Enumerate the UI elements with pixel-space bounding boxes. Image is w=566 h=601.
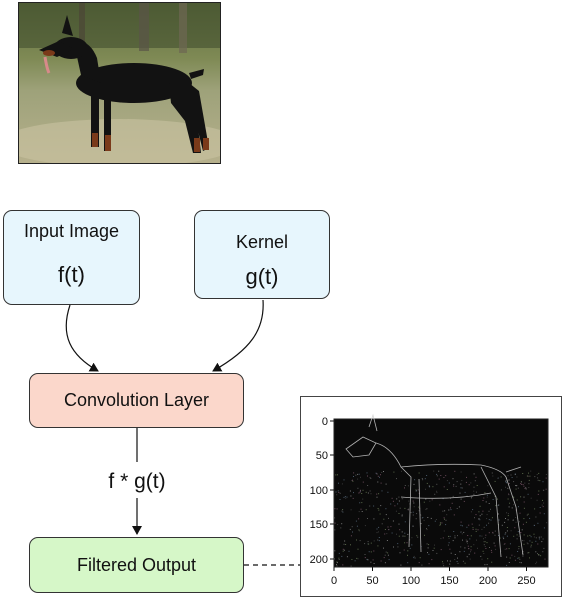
filtered-output-label: Filtered Output	[76, 554, 197, 575]
convolution-layer-node: Convolution Layer	[29, 373, 244, 428]
arrow-kernel-to-conv	[212, 299, 264, 372]
y-tick-label: 200	[310, 554, 328, 566]
x-tick-label: 150	[440, 575, 458, 587]
x-tick-label: 100	[402, 575, 420, 587]
kernel-node: Kernel g(t)	[194, 210, 330, 299]
kernel-title: Kernel	[235, 232, 289, 252]
filtered-output-plot: 0 50 100 150 200 250 0 50 100 150 200	[300, 396, 562, 597]
x-tick-label: 0	[331, 575, 337, 587]
x-axis-ticks	[333, 567, 527, 571]
y-tick-label: 100	[310, 485, 328, 497]
x-tick-label: 200	[479, 575, 497, 587]
arrow-input-to-conv	[65, 304, 99, 372]
filtered-output-node: Filtered Output	[29, 537, 244, 593]
edge-map-image	[333, 418, 549, 568]
output-plot-canvas: 0 50 100 150 200 250 0 50 100 150 200	[310, 413, 549, 587]
input-image-node: Input Image f(t)	[3, 210, 140, 305]
dog-photo-image	[19, 3, 220, 163]
y-tick-label: 50	[316, 450, 328, 462]
y-tick-label: 0	[322, 416, 328, 428]
input-photo	[18, 2, 221, 164]
input-function-label: f(t)	[58, 262, 85, 287]
y-tick-label: 150	[310, 519, 328, 531]
operation-label: f * g(t)	[108, 470, 166, 493]
kernel-function-label: g(t)	[245, 264, 279, 289]
input-image-title: Input Image	[23, 221, 120, 241]
dog-edge-outline	[345, 413, 524, 558]
edge-map-noise	[334, 470, 548, 567]
x-tick-label: 250	[517, 575, 535, 587]
y-axis-ticks	[330, 420, 334, 560]
x-tick-label: 50	[366, 575, 378, 587]
convolution-layer-label: Convolution Layer	[63, 390, 210, 410]
